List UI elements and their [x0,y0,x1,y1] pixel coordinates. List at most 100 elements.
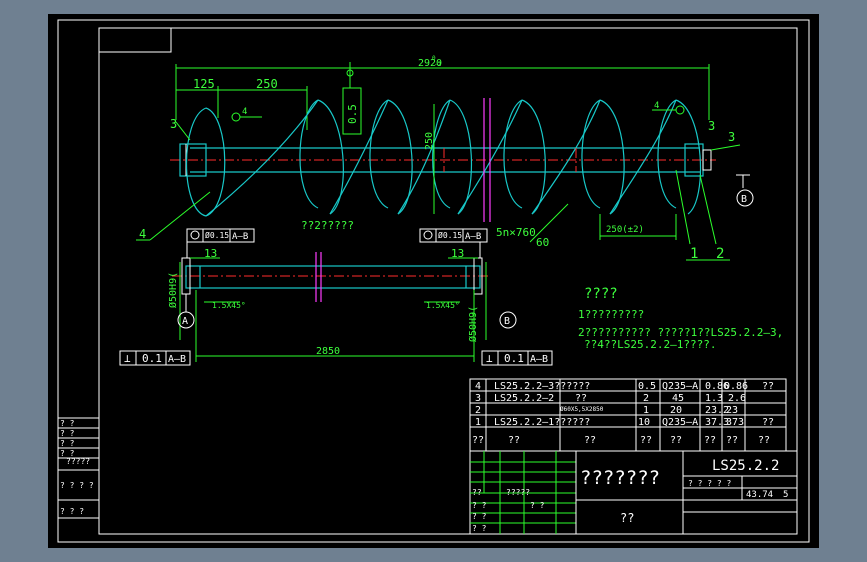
svg-text:? ?: ? ? [472,512,487,521]
weld-symbol-left: 4 [242,107,247,117]
bom-table: 4 LS25.2.2—3?????? 0.5 Q235—A 0.86 0.86 … [469,378,787,452]
svg-text:??: ?? [508,435,520,446]
drawing-name: ??????? [580,467,660,489]
svg-text:23: 23 [726,405,738,416]
dim-13-right: 13 [451,247,464,260]
tol-circ-2-ref: A—B [465,232,481,242]
dim-125: 125 [193,77,215,91]
technical-notes: ???? 1????????? 2?????????? ?????1??LS25… [578,286,783,351]
stage-labels: ? ? ? ? ? [688,479,732,488]
left-block-label-1: ? ? [60,419,75,428]
dim-60: 60 [536,236,549,249]
svg-text:37.3: 37.3 [705,417,729,428]
svg-text:? ?: ? ? [530,501,545,510]
svg-text:??: ?? [584,435,596,446]
dim-overall: 2920 [418,58,442,69]
dim-250: 250 [256,77,278,91]
svg-text:Q235—A: Q235—A [662,381,698,392]
bom-row-3-code: LS25.2.2—2 [494,393,554,404]
svg-text:??: ?? [670,435,682,446]
callout-3-left: 3 [170,117,177,131]
svg-text:? ?: ? ? [472,524,487,533]
svg-text:20: 20 [670,405,682,416]
screw-conveyor-view[interactable]: 2920 0 -2 125 250 [136,55,754,262]
outer-border [57,19,810,543]
tol-perp-1: 0.1 [142,352,162,365]
note-2b: ??4??LS25.2.2—1????. [584,338,716,351]
datum-a: A [182,316,188,327]
notes-title: ???? [584,286,618,302]
scale-value: 43.74 [746,490,773,500]
drawing-sheet [48,14,819,548]
company-name: ?? [620,511,634,525]
bom-row-1-code: LS25.2.2—1?????? [494,417,590,428]
shaft-detail-view[interactable]: Ø0.15 A—B Ø0.15 A—B 13 13 1.5X45° 1.5X45… [119,228,553,366]
dim-5n-760: 5n×760 [496,226,536,239]
tol-circ-2: Ø0.15 [438,230,462,240]
svg-text:⊥: ⊥ [124,352,131,365]
svg-text:0: 0 [432,55,436,62]
dim-phi-left: Ø50H9( [167,272,179,308]
left-block-label-7: ? ? ? [60,507,84,516]
note-1: 1????????? [578,308,644,321]
svg-text:1: 1 [643,405,649,416]
left-block-label-2: ? ? [60,429,75,438]
svg-text:10: 10 [638,417,650,428]
svg-text:373: 373 [726,417,744,428]
svg-text:⊥: ⊥ [486,352,493,365]
dim-0-5: 0.5 [346,104,359,124]
svg-text:??: ?? [472,488,482,497]
drawing-number: LS25.2.2 [712,458,779,474]
dim-13-left: 13 [204,247,217,260]
tol-perp-2-ref: A—B [530,354,548,365]
svg-text:? ?: ? ? [472,501,487,510]
tol-circ-1-ref: A—B [232,232,248,242]
left-block-label-5: ????? [66,457,90,466]
svg-text:3: 3 [475,393,481,404]
bom-row-2-name: Ø60X5,5X2850 [560,406,604,413]
callout-2: 2 [716,246,724,262]
svg-text:?????: ????? [506,488,530,497]
inner-border [98,27,798,535]
svg-text:2.6: 2.6 [728,393,746,404]
callout-3-right: 3 [708,119,715,133]
section-b-label: B [741,194,747,205]
view-label: ??2????? [301,219,354,232]
callout-3-right-b: 3 [728,130,735,144]
svg-text:1.3: 1.3 [705,393,723,404]
svg-text:??: ?? [640,435,652,446]
svg-text:??: ?? [762,381,774,392]
bom-row-4-code: LS25.2.2—3?????? [494,381,590,392]
left-side-block: ? ? ? ? ? ? ? ? ????? ? ? ? ? ? ? ? [57,417,100,519]
callout-1: 1 [690,246,698,262]
dim-250-vert: 250 [424,132,435,150]
svg-text:??: ?? [762,417,774,428]
svg-text:??: ?? [758,435,770,446]
svg-text:??: ?? [726,435,738,446]
left-block-label-3: ? ? [60,439,75,448]
svg-text:2: 2 [475,405,481,416]
tol-perp-2: 0.1 [504,352,524,365]
chamfer-left: 1.5X45° [212,301,246,310]
svg-text:??: ?? [575,393,587,404]
left-block-label-6: ? ? ? ? [60,481,94,490]
callout-4: 4 [139,227,146,241]
dim-phi-right: Ø50H9( [467,306,479,342]
svg-text:0.86: 0.86 [705,381,729,392]
svg-text:2: 2 [643,393,649,404]
svg-text:0.5: 0.5 [638,381,656,392]
scale-value-2: 5 [783,490,788,500]
svg-text:??: ?? [472,435,484,446]
svg-text:45: 45 [672,393,684,404]
svg-text:-2: -2 [434,61,442,68]
svg-text:23.2: 23.2 [705,405,729,416]
svg-text:0.86: 0.86 [724,381,748,392]
weld-symbol-right: 4 [654,101,659,111]
svg-text:4: 4 [475,381,481,392]
tol-circ-1: Ø0.15 [205,230,229,240]
chamfer-right: 1.5X45° [426,301,460,310]
corner-stamp-box [98,27,172,53]
datum-b: B [504,316,510,327]
svg-text:1: 1 [475,417,481,428]
